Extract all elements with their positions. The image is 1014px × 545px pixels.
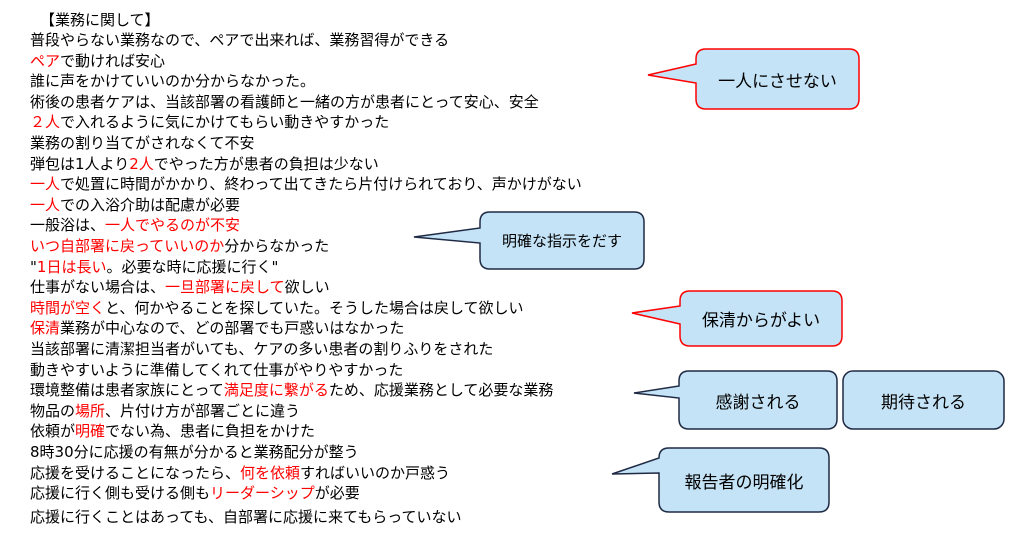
emphasis-text: 明確 — [75, 422, 106, 441]
callout-bubble-6 — [611, 447, 830, 513]
note-text: 。必要な時に応援に行く" — [106, 257, 279, 276]
note-line: 応援に行く側も受ける側もリーダーシップが必要 — [30, 483, 360, 503]
note-text: でない為、患者に負担をかけた — [105, 422, 316, 441]
note-line: 業務の割り当てがされなくて不安 — [30, 133, 255, 153]
note-text: 応援を受けることになったら、 — [30, 463, 241, 482]
note-text: で処置に時間がかかり、終わって出てきたら片付けられており、声かけがない — [60, 175, 582, 194]
note-text: 動きやすいように準備してくれて仕事がやりやすかった — [30, 360, 404, 379]
callout-bubble-1 — [647, 48, 860, 110]
note-line: 弾包は1人より2人でやった方が患者の負担は少ない — [30, 154, 379, 174]
emphasis-text: 1日は長い — [36, 257, 107, 276]
callout-label-6: 報告者の明確化 — [684, 472, 804, 493]
note-text: 当該部署に清潔担当者がいても、ケアの多い患者の割りふりをされた — [30, 340, 494, 358]
note-text: 分からなかった — [224, 237, 330, 255]
note-line: 術後の患者ケアは、当該部署の看護師と一緒の方が患者にとって安心、安全 — [30, 92, 539, 112]
note-text: 、片付け方が部署ごとに違う — [105, 401, 301, 420]
note-line: 一人で処置に時間がかかり、終わって出てきたら片付けられており、声かけがない — [30, 174, 582, 194]
callout-bubble-3 — [631, 290, 843, 347]
note-text: 一般浴は、 — [30, 216, 106, 235]
note-text: すればいいのか戸惑う — [300, 463, 451, 482]
note-text: 業務が中心なので、どの部署でも戸惑いはなかった — [60, 319, 405, 338]
note-text: で入れるように気にかけてもらい動きやすかった — [60, 113, 390, 132]
note-line: 時間が空くと、何かやることを探していた。そうした場合は戻して欲しい — [30, 298, 524, 318]
note-line: "1日は長い。必要な時に応援に行く" — [30, 257, 278, 277]
note-text: 仕事がない場合は、 — [30, 278, 166, 297]
note-line: 動きやすいように準備してくれて仕事がやりやすかった — [30, 360, 403, 380]
callout-label-2: 明確な指示をだす — [501, 232, 622, 250]
note-text: 依頼が — [30, 422, 76, 441]
note-line: いつ自部署に戻っていいのか分からなかった — [30, 236, 329, 256]
emphasis-text: 保清 — [30, 319, 61, 338]
note-line: 一人での入浴介助は配慮が必要 — [30, 195, 240, 215]
note-text: ため、応援業務として必要な業務 — [328, 381, 554, 400]
note-line: 誰に声をかけていいのか分からなかった。 — [30, 71, 315, 91]
note-text: 弾包は1人より — [30, 154, 130, 173]
callout-bubble-4 — [633, 370, 838, 430]
note-text: での入浴介助は配慮が必要 — [60, 195, 241, 214]
note-line: 応援を受けることになったら、何を依頼すればいいのか戸惑う — [30, 463, 450, 483]
note-line: 物品の場所、片付け方が部署ごとに違う — [30, 401, 300, 421]
note-text: 誰に声をかけていいのか分からなかった。 — [30, 72, 316, 91]
note-line: 仕事がない場合は、一旦部署に戻して欲しい — [30, 277, 330, 297]
callout-bubble-2 — [413, 211, 645, 270]
note-text: 物品の — [30, 401, 76, 420]
note-text: 術後の患者ケアは、当該部署の看護師と一緒の方が患者にとって安心、安全 — [30, 92, 539, 111]
note-text: 欲しい — [284, 278, 330, 297]
note-text: でやった方が患者の負担は少ない — [153, 154, 379, 173]
callout-bubble-5 — [842, 370, 1005, 430]
emphasis-text: 時間が空く — [30, 298, 106, 317]
emphasis-text: 満足度に繋がる — [223, 381, 329, 400]
note-line: 応援に行くことはあっても、自部署に応援に来てもらっていない — [30, 507, 462, 527]
note-line: 普段やらない業務なので、ペアで出来れば、業務習得ができる — [30, 30, 449, 50]
emphasis-text: 一人でやるのが不安 — [105, 216, 241, 235]
note-text: 応援に行く側も受ける側も — [30, 484, 211, 503]
note-text: 応援に行くことはあっても、自部署に応援に来てもらっていない — [30, 507, 462, 526]
note-text: が必要 — [314, 484, 360, 503]
callout-label-4: 感謝される — [715, 392, 801, 413]
note-text: で動ければ安心 — [60, 51, 166, 70]
note-line: ２人で入れるように気にかけてもらい動きやすかった — [30, 112, 389, 132]
note-text: 普段やらない業務なので、ペアで出来れば、業務習得ができる — [30, 31, 450, 49]
emphasis-text: 一旦部署に戻して — [165, 278, 285, 297]
emphasis-text: ペア — [30, 51, 61, 70]
note-text: " — [30, 257, 37, 276]
callout-label-1: 一人にさせない — [718, 71, 837, 92]
note-text: 8時30分に応援の有無が分かると業務配分が整う — [30, 443, 359, 461]
note-line: 環境整備は患者家族にとって満足度に繋がるため、応援業務として必要な業務 — [30, 380, 553, 400]
emphasis-text: いつ自部署に戻っていいのか — [30, 237, 225, 255]
emphasis-text: 2人 — [129, 154, 154, 173]
emphasis-text: ２人 — [30, 113, 61, 132]
note-line: 一般浴は、一人でやるのが不安 — [30, 215, 240, 235]
note-line: ペアで動ければ安心 — [30, 51, 165, 71]
note-line: 8時30分に応援の有無が分かると業務配分が整う — [30, 442, 359, 462]
section-heading: 【業務に関して】 — [40, 11, 160, 29]
note-text: 業務の割り当てがされなくて不安 — [30, 134, 255, 152]
note-line: 依頼が明確でない為、患者に負担をかけた — [30, 421, 315, 441]
callout-label-5: 期待される — [881, 392, 966, 413]
emphasis-text: 何を依頼 — [240, 463, 301, 482]
emphasis-text: リーダーシップ — [210, 484, 315, 503]
note-text: と、何かやることを探していた。そうした場合は戻して欲しい — [105, 298, 524, 317]
note-line: 保清業務が中心なので、どの部署でも戸惑いはなかった — [30, 318, 404, 338]
emphasis-text: 場所 — [75, 401, 106, 420]
emphasis-text: 一人 — [30, 175, 61, 194]
note-line: 当該部署に清潔担当者がいても、ケアの多い患者の割りふりをされた — [30, 339, 493, 359]
emphasis-text: 一人 — [30, 195, 61, 214]
callout-label-3: 保清からがよい — [701, 311, 821, 331]
note-text: 環境整備は患者家族にとって — [30, 381, 224, 400]
